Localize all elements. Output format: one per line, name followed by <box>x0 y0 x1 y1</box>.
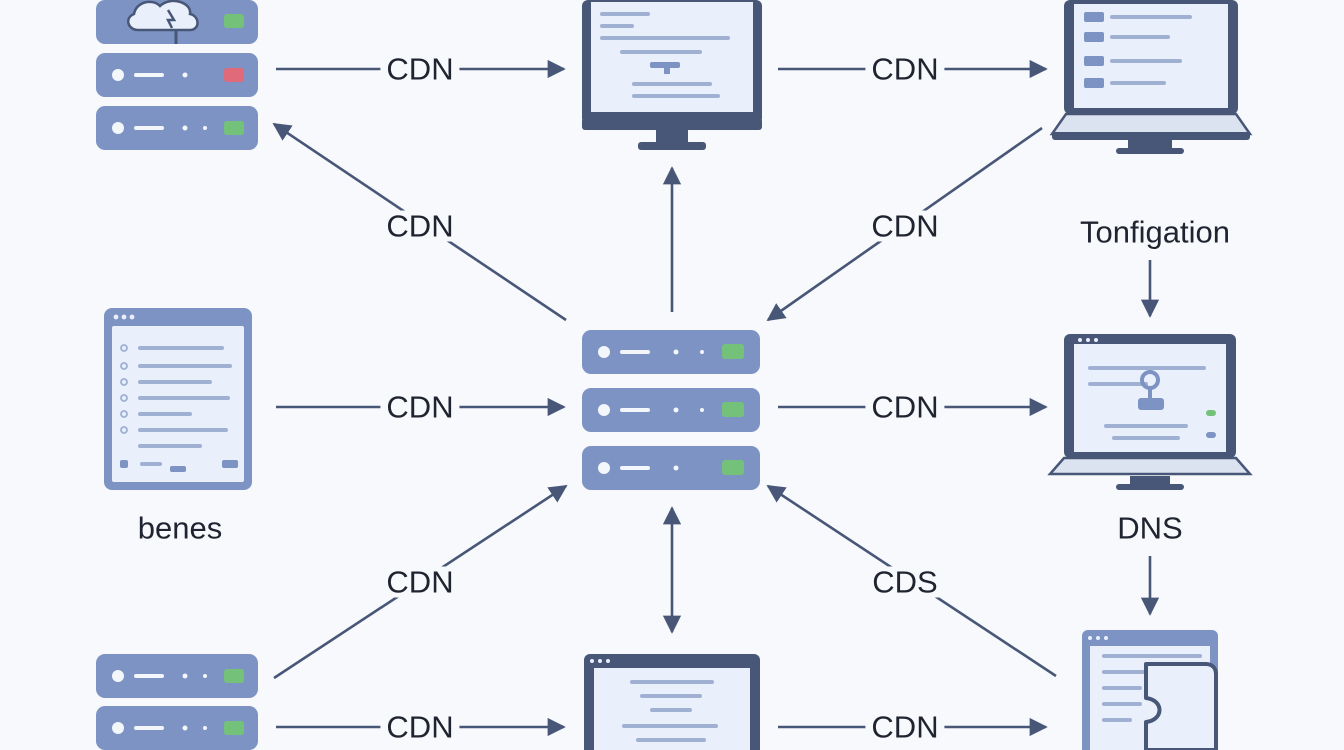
label-bottom-right-cdn: CDN <box>865 711 945 743</box>
label-top-left-cdn: CDN <box>380 53 460 85</box>
laptop-icon <box>1049 0 1253 154</box>
label-middle-right-cdn: CDN <box>865 391 945 423</box>
server-rack-icon <box>96 654 258 750</box>
desktop-monitor-icon <box>582 0 762 150</box>
label-top-right-cdn: CDN <box>865 53 945 85</box>
desktop-monitor-icon <box>584 654 760 750</box>
label-hub-bottom-right-cds: CDS <box>866 566 944 598</box>
cloud-server-rack-icon <box>96 0 258 150</box>
document-puzzle-icon <box>1082 630 1218 750</box>
label-dns: DNS <box>1111 512 1189 544</box>
label-hub-top-left-cdn: CDN <box>380 210 460 242</box>
laptop-location-icon <box>1047 334 1253 490</box>
tablet-document-icon <box>104 308 252 490</box>
label-tonfigation: Tonfigation <box>1074 216 1236 248</box>
label-hub-bottom-left-cdn: CDN <box>380 566 460 598</box>
label-bottom-left-cdn: CDN <box>380 711 460 743</box>
label-benes: benes <box>131 512 229 544</box>
label-middle-left-cdn: CDN <box>380 391 460 423</box>
label-hub-top-right-cdn: CDN <box>865 210 945 242</box>
server-stack-icon <box>582 330 760 490</box>
